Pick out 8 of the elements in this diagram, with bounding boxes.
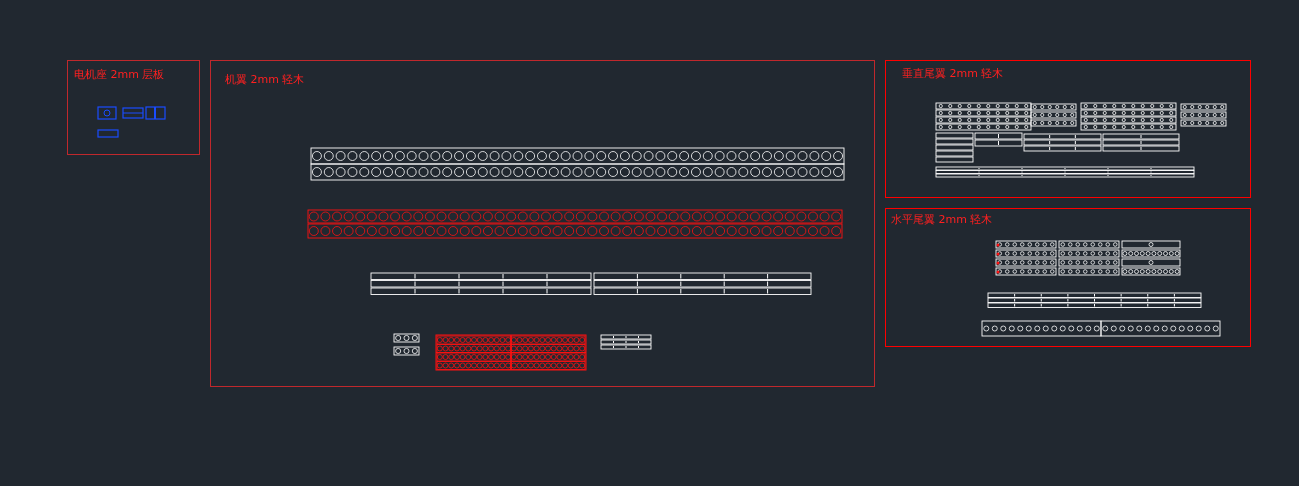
sheet-title: 电机座 2mm 层板	[74, 69, 165, 80]
sheet-frame	[885, 208, 1251, 347]
sheet-frame	[210, 60, 875, 387]
sheet-title: 垂直尾翼 2mm 轻木	[902, 68, 1004, 79]
sheet-frame	[67, 60, 200, 155]
sheet-title: 机翼 2mm 轻木	[225, 74, 305, 85]
sheet-frame	[885, 60, 1251, 198]
sheet-title: 水平尾翼 2mm 轻木	[891, 214, 993, 225]
